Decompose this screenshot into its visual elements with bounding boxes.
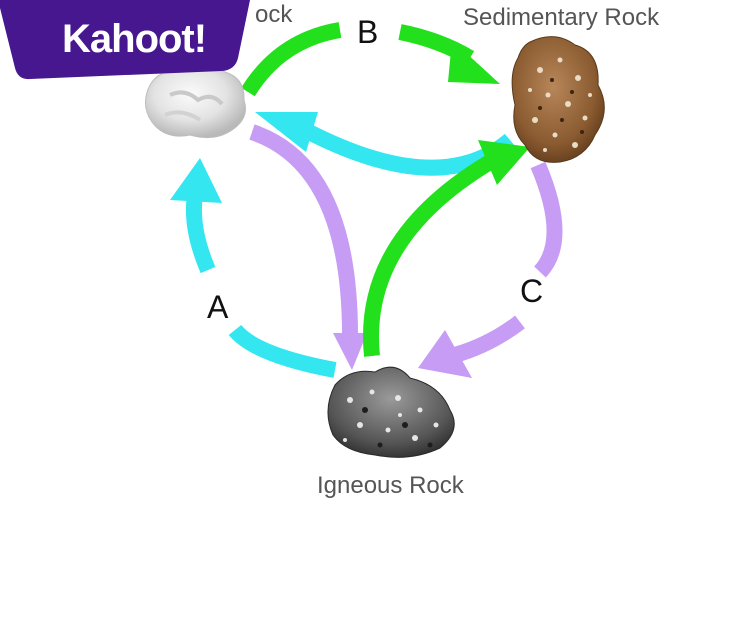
arrow-c-purple (418, 161, 563, 378)
sedimentary-rock-label: Sedimentary Rock (463, 4, 660, 31)
arrow-label-a: A (207, 289, 229, 325)
sedimentary-rock-image (511, 36, 605, 163)
arrow-b-green (241, 22, 500, 97)
igneous-rock-image (327, 366, 455, 458)
kahoot-logo-text: Kahoot! (62, 17, 206, 61)
arrow-a-cyan (170, 158, 337, 378)
arrow-label-b: B (357, 14, 378, 50)
arrow-green-igneous-to-sed (363, 140, 530, 357)
arrow-purple-meta-to-igneous (249, 124, 367, 370)
kahoot-logo: Kahoot! (0, 0, 250, 80)
metamorphic-rock-label: ock (255, 1, 293, 28)
metamorphic-rock-image (145, 65, 246, 139)
arrow-label-c: C (520, 273, 543, 309)
igneous-rock-label: Igneous Rock (317, 472, 465, 499)
